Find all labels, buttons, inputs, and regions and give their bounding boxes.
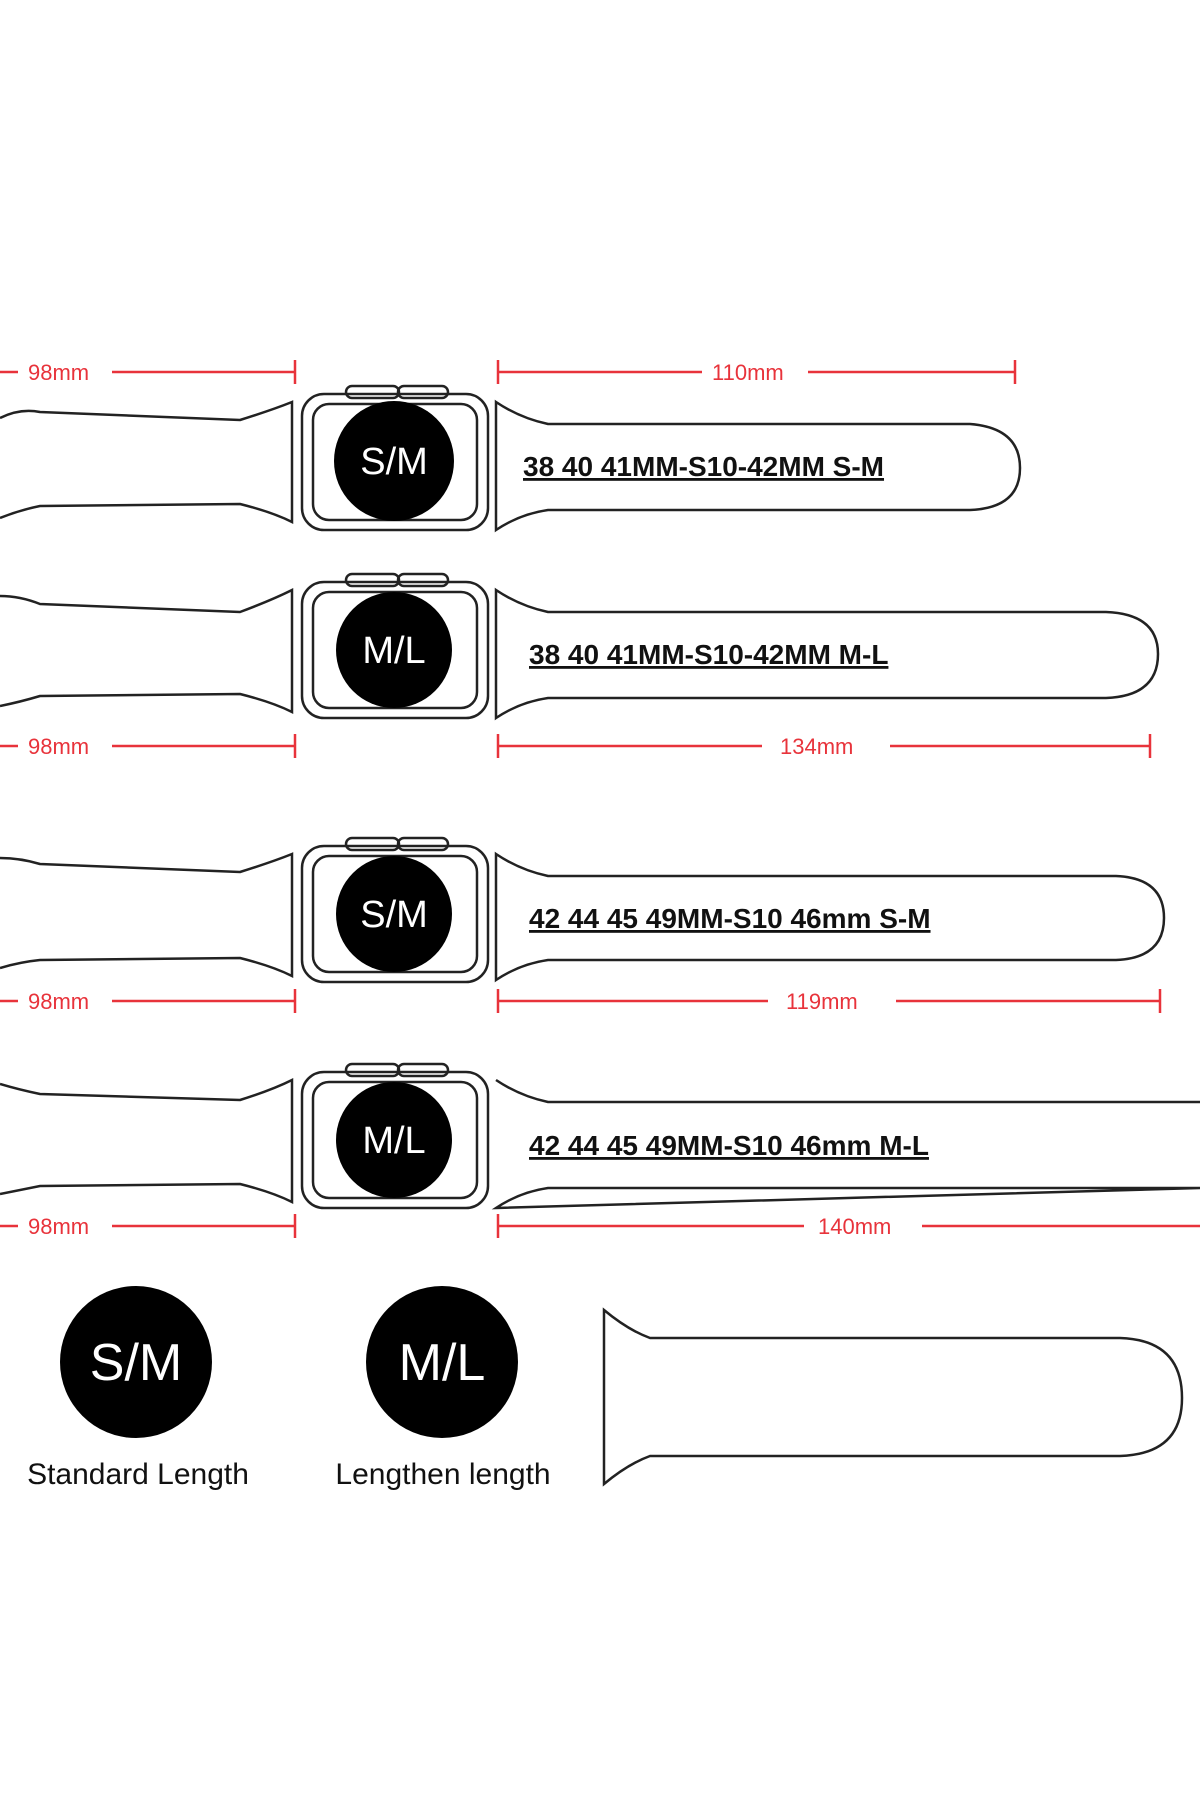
sample-strap: [602, 1307, 1184, 1487]
watch-body: [300, 1062, 490, 1210]
compatible-sizes: 42 44 45 49MM-S10 46mm S-M: [529, 903, 931, 934]
legend-lengthen: M/L Lengthen length: [335, 1286, 551, 1491]
legend-standard: S/M Standard Length: [27, 1286, 249, 1491]
left-length-label: 98mm: [28, 989, 89, 1014]
legend-badge: [60, 1286, 212, 1438]
size-badge: [336, 1082, 452, 1198]
left-dimension-4: [0, 1214, 297, 1238]
left-length-label: 98mm: [28, 1214, 89, 1239]
size-badge-label: S/M: [360, 894, 428, 936]
left-dimension-1: [0, 360, 297, 384]
right-dimension-4: [496, 1214, 1200, 1238]
left-strap: [0, 1077, 294, 1205]
watch-body: [300, 572, 490, 720]
compatible-sizes: 38 40 41MM-S10-42MM S-M: [523, 451, 884, 482]
right-dimension-1: [496, 360, 1017, 384]
watch-body: [300, 836, 490, 984]
legend-badge: [366, 1286, 518, 1438]
size-row-2: M/L 38 40 41MM-S10-42MM M-L 98mm 134mm: [0, 572, 1160, 759]
legend-badge-label: S/M: [90, 1334, 182, 1392]
left-length-label: 98mm: [28, 360, 89, 385]
size-badge-label: S/M: [360, 441, 428, 483]
right-strap: [491, 1078, 1200, 1210]
size-badge: [336, 856, 452, 972]
right-dimension-3: [496, 989, 1162, 1013]
size-badge-label: M/L: [362, 630, 425, 672]
left-dimension-3: [0, 989, 297, 1013]
size-row-1: 98mm 110mm S/M 38 40 41MM-S10-42MM S-M: [0, 360, 1022, 533]
left-length-label: 98mm: [28, 734, 89, 759]
left-strap: [0, 587, 294, 715]
size-badge-label: M/L: [362, 1120, 425, 1162]
right-strap: [494, 399, 1022, 533]
right-strap: [494, 851, 1166, 983]
size-badge: [334, 401, 454, 521]
compatible-sizes: 42 44 45 49MM-S10 46mm M-L: [529, 1130, 929, 1161]
right-strap: [494, 587, 1160, 721]
compatible-sizes: 38 40 41MM-S10-42MM M-L: [529, 639, 888, 670]
legend-caption: Standard Length: [27, 1458, 249, 1491]
left-strap: [0, 400, 294, 525]
size-badge: [336, 592, 452, 708]
size-row-3: S/M 42 44 45 49MM-S10 46mm S-M 98mm 119m…: [0, 836, 1166, 1014]
left-dimension-2: [0, 734, 297, 758]
legend: S/M Standard Length M/L Lengthen length: [27, 1286, 1184, 1491]
right-length-label: 134mm: [780, 734, 853, 759]
legend-caption: Lengthen length: [335, 1458, 550, 1491]
right-dimension-2: [496, 734, 1152, 758]
right-length-label: 119mm: [786, 989, 858, 1014]
left-strap: [0, 852, 294, 979]
right-length-label: 140mm: [818, 1214, 891, 1239]
legend-badge-label: M/L: [399, 1334, 486, 1392]
right-length-label: 110mm: [712, 360, 784, 385]
size-row-4: M/L 42 44 45 49MM-S10 46mm M-L 98mm 140m…: [0, 1062, 1200, 1239]
